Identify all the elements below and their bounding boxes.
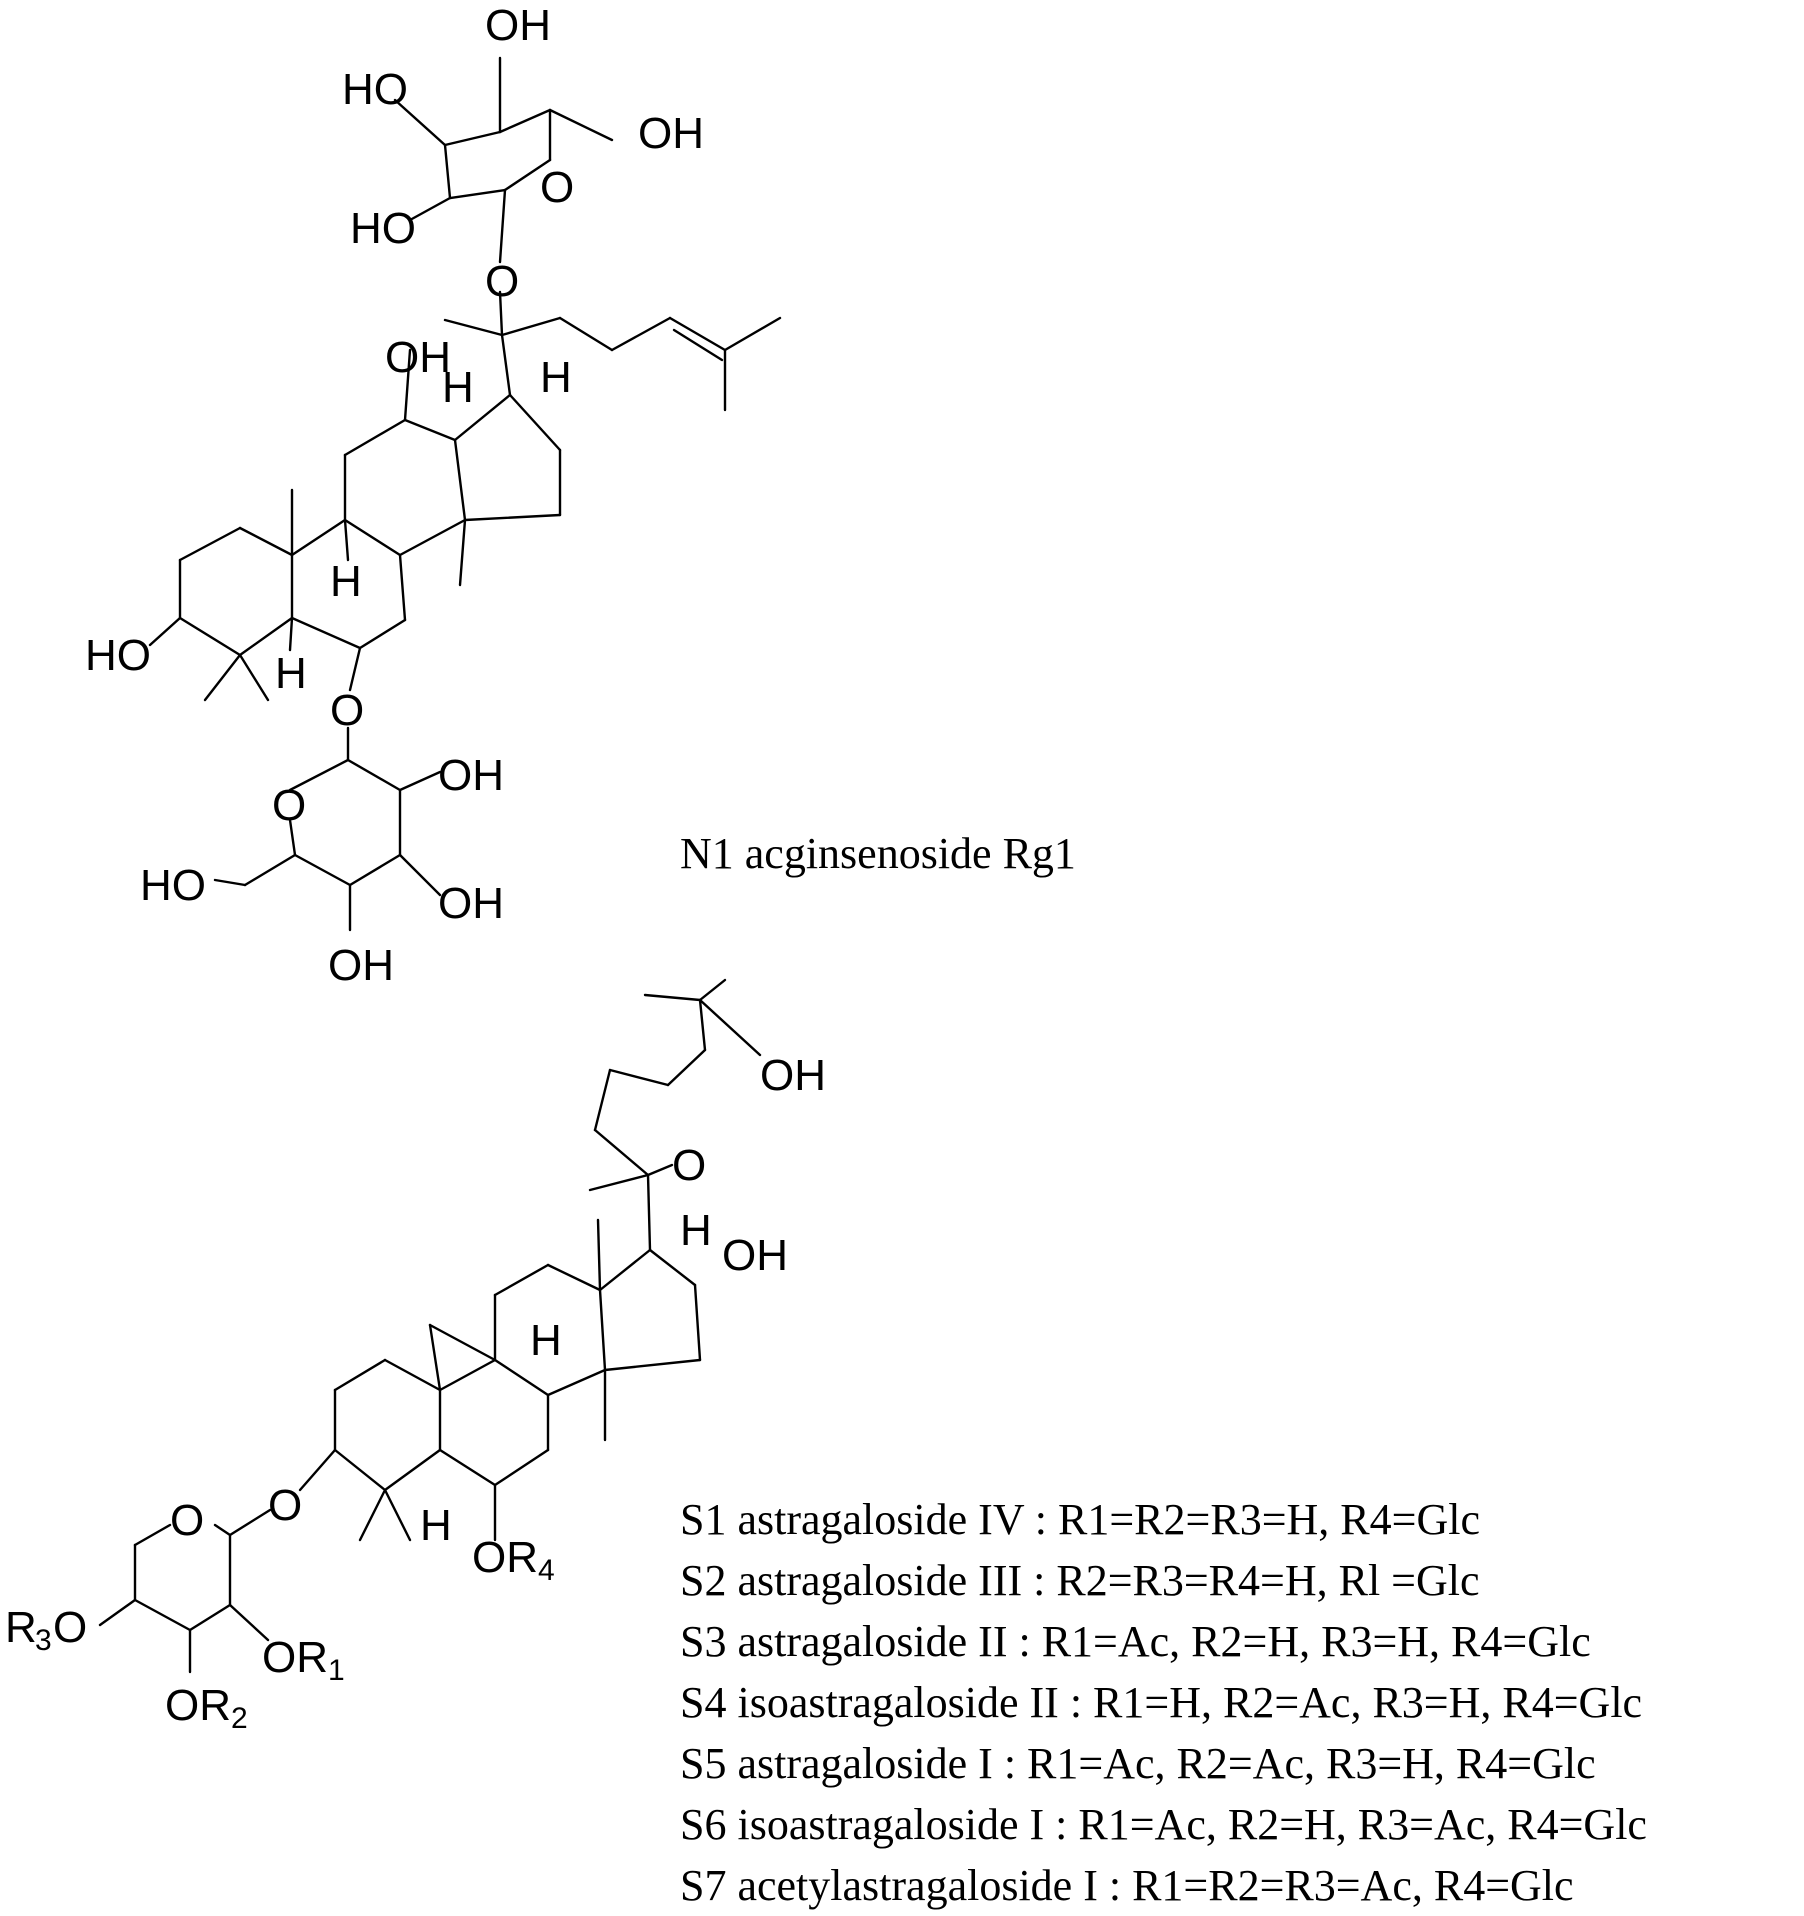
svg-text:OR: OR — [472, 1533, 538, 1582]
n1-side-chain — [443, 290, 782, 412]
atom-oh: OH — [438, 751, 504, 800]
svg-text:3: 3 — [35, 1624, 52, 1657]
atom-ho: HO — [350, 204, 416, 253]
n1-caption: N1 acginsenoside Rg1 — [680, 829, 1076, 878]
top-glucose-ring — [393, 56, 614, 264]
atom-o: O — [672, 1141, 706, 1190]
atom-ho: HO — [85, 631, 151, 680]
structure-n1-acginsenoside-rg1: OH HO OH O HO O OH H H H HO H O OH O HO … — [85, 1, 782, 990]
svg-text:OR: OR — [262, 1633, 328, 1682]
atom-o: O — [170, 1496, 204, 1545]
s-side-chain — [588, 978, 762, 1252]
legend-s4: S4 isoastragaloside II : R1=H, R2=Ac, R3… — [680, 1678, 1643, 1727]
legend-s1: S1 astragaloside IV : R1=R2=R3=H, R4=Glc — [680, 1495, 1480, 1544]
n1-atom-labels: OH HO OH O HO O OH H H H HO H O OH O HO … — [85, 1, 704, 990]
svg-text:4: 4 — [538, 1554, 555, 1587]
atom-or2: OR 2 — [165, 1681, 248, 1735]
atom-h: H — [680, 1206, 712, 1255]
atom-oh: OH — [328, 941, 394, 990]
atom-o: O — [330, 686, 364, 735]
atom-or1: OR 1 — [262, 1633, 345, 1687]
n1-steroid-core — [148, 348, 562, 702]
bottom-glucose-ring — [213, 726, 442, 932]
atom-oh: OH — [385, 333, 451, 382]
atom-oh: OH — [438, 879, 504, 928]
atom-o: O — [540, 163, 574, 212]
atom-h: H — [275, 649, 307, 698]
atom-oh: OH — [760, 1051, 826, 1100]
atom-o: O — [272, 781, 306, 830]
s-atom-labels: OH O H OH H O O H OR 4 R 3 O OR 1 OR 2 — [5, 1051, 826, 1735]
legend-s5: S5 astragaloside I : R1=Ac, R2=Ac, R3=H,… — [680, 1739, 1596, 1788]
legend-s6: S6 isoastragaloside I : R1=Ac, R2=H, R3=… — [680, 1800, 1647, 1849]
atom-h: H — [420, 1501, 452, 1550]
atom-or4: OR 4 — [472, 1533, 555, 1587]
legend-s7: S7 acetylastragaloside I : R1=R2=R3=Ac, … — [680, 1861, 1574, 1910]
atom-oh: OH — [722, 1231, 788, 1280]
svg-text:1: 1 — [328, 1654, 345, 1687]
atom-ho: HO — [342, 65, 408, 114]
svg-text:OR: OR — [165, 1681, 231, 1730]
atom-oh: OH — [485, 1, 551, 50]
atom-r3o: R 3 O — [5, 1603, 87, 1657]
atom-h: H — [530, 1316, 562, 1365]
atom-o: O — [485, 257, 519, 306]
svg-text:R: R — [5, 1603, 37, 1652]
legend-s2: S2 astragaloside III : R2=R3=R4=H, Rl =G… — [680, 1556, 1480, 1605]
s-steroid-core — [298, 1218, 702, 1542]
atom-h: H — [442, 363, 474, 412]
atom-ho: HO — [140, 861, 206, 910]
s-xylose-ring — [98, 1508, 272, 1674]
atom-oh: OH — [638, 109, 704, 158]
atom-o: O — [268, 1481, 302, 1530]
legend-s3: S3 astragaloside II : R1=Ac, R2=H, R3=H,… — [680, 1617, 1591, 1666]
svg-text:O: O — [53, 1603, 87, 1652]
atom-h: H — [330, 557, 362, 606]
svg-text:2: 2 — [231, 1702, 248, 1735]
atom-h: H — [540, 353, 572, 402]
